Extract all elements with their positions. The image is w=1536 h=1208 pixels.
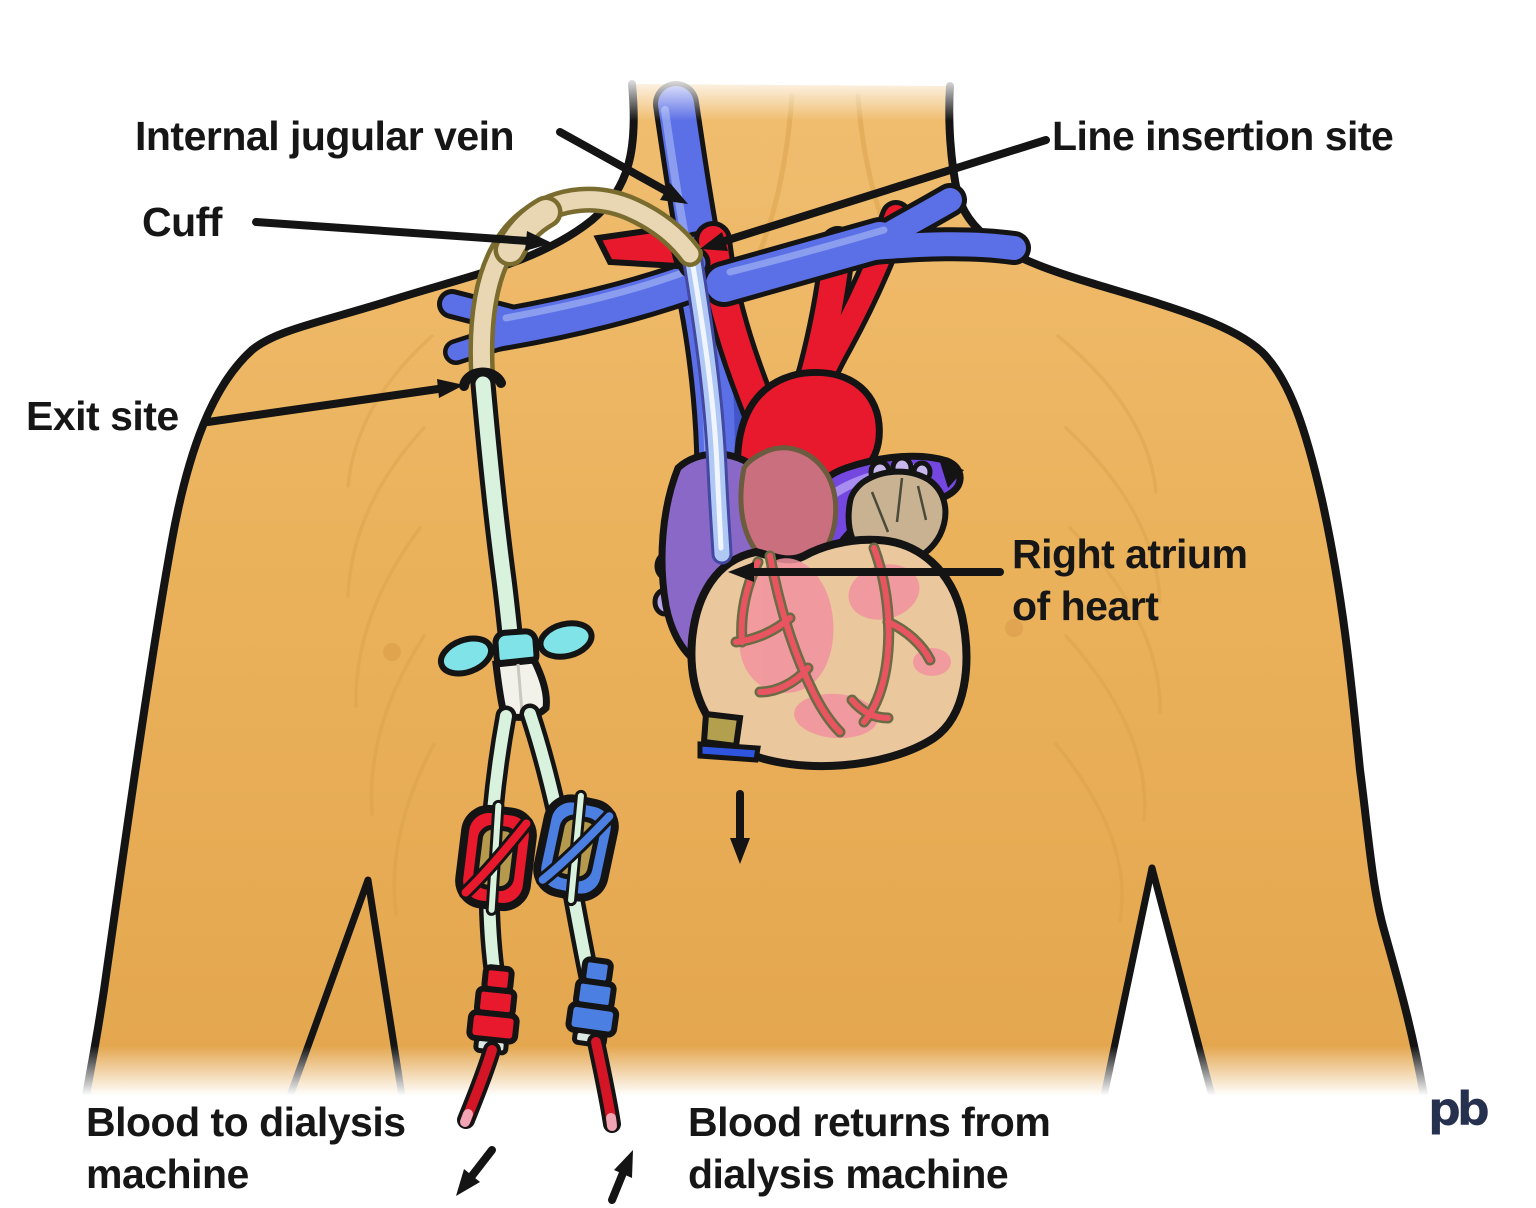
dialysis-tube-right	[587, 1033, 621, 1133]
label-cuff: Cuff	[142, 199, 222, 245]
label-blood-to-line1: Blood to dialysis	[86, 1099, 406, 1145]
right-nipple	[1005, 619, 1023, 637]
label-blood-returns: Blood returns from dialysis machine	[688, 1096, 1051, 1200]
label-blood-returns-line2: dialysis machine	[688, 1151, 1009, 1197]
connector-red	[466, 964, 520, 1056]
arrow-blood-returns	[608, 1150, 633, 1204]
arrow-exit-site	[204, 379, 464, 426]
clamp-blue	[533, 789, 619, 907]
arrow-blood-flow-down	[730, 790, 750, 864]
catheter-tunneled	[468, 186, 703, 387]
label-blood-returns-line1: Blood returns from	[688, 1099, 1051, 1145]
label-exit-site: Exit site	[26, 393, 179, 439]
ascending-aorta-root	[738, 445, 839, 571]
clamp-red	[455, 799, 537, 916]
rib-shading	[346, 334, 1162, 922]
label-right-atrium-line1: Right atrium	[1012, 531, 1248, 577]
annotation-arrows	[204, 128, 1050, 1204]
arrow-blood-to-machine	[456, 1146, 496, 1196]
arrow-right-atrium	[728, 562, 1004, 582]
arrow-internal-jugular-vein	[556, 128, 688, 204]
right-subclavian-vein	[701, 183, 1031, 307]
publisher-logo: pb	[1428, 1082, 1490, 1136]
label-line-insertion-site: Line insertion site	[1052, 113, 1394, 159]
arrow-cuff	[252, 218, 552, 251]
coronary-arteries	[730, 542, 936, 738]
neck-fade	[588, 74, 992, 126]
inferior-vena-cava-stub	[697, 710, 761, 763]
catheter-in-vein	[681, 245, 733, 565]
heart	[652, 445, 971, 771]
catheter-cuff	[493, 195, 563, 267]
left-armpit-crease	[286, 876, 406, 1100]
label-right-atrium: Right atrium of heart	[1012, 528, 1248, 632]
catheter-external-main	[470, 371, 525, 665]
label-blood-to-dialysis: Blood to dialysis machine	[86, 1096, 406, 1200]
arrow-line-insertion-site	[700, 136, 1050, 251]
left-subclavian-vein	[437, 256, 722, 365]
label-right-atrium-line2: of heart	[1012, 583, 1159, 629]
dialysis-tube-left	[457, 1041, 501, 1129]
bottom-fade	[0, 1046, 1536, 1108]
left-nipple	[383, 643, 401, 661]
label-blood-to-line2: machine	[86, 1151, 249, 1197]
label-internal-jugular-vein: Internal jugular vein	[135, 113, 515, 159]
right-armpit-gap	[1104, 868, 1212, 1096]
